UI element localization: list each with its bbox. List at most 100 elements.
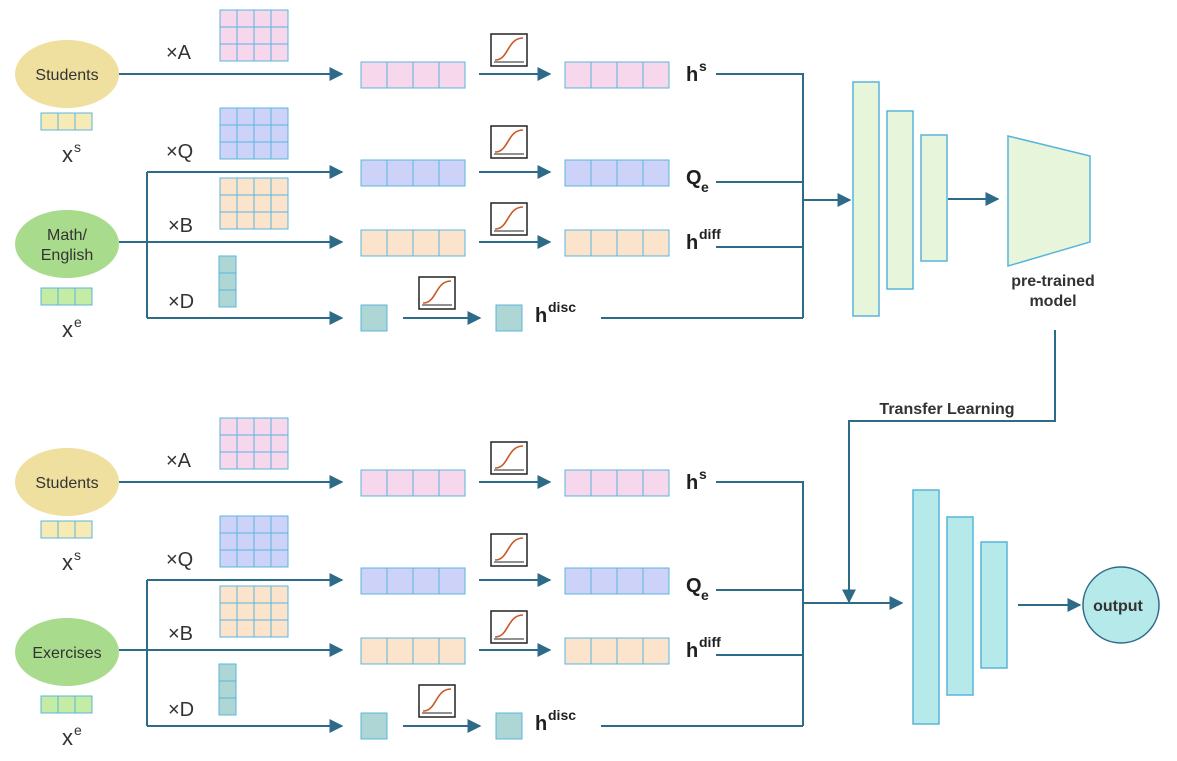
bottom-students-label: Students bbox=[35, 475, 98, 492]
bottom-op-a: ×A bbox=[166, 450, 192, 472]
top-activated-a bbox=[564, 61, 670, 89]
bottom-matrix-q bbox=[219, 515, 289, 568]
bottom-sigmoid-a bbox=[490, 441, 528, 475]
top-activated-b bbox=[564, 229, 670, 257]
top-sigmoid-a-curve bbox=[494, 37, 524, 61]
bottom-op-b: ×B bbox=[168, 623, 193, 645]
bottom-vector-d bbox=[360, 712, 388, 740]
top-x-subject-base: x bbox=[62, 317, 73, 342]
pretrained-layer-3 bbox=[920, 134, 948, 262]
bottom-h-s-base: h bbox=[686, 472, 698, 494]
bottom-h-disc-script: disc bbox=[548, 707, 576, 723]
bottom-sigmoid-d-frame bbox=[418, 684, 456, 718]
top-sigmoid-q bbox=[490, 125, 528, 159]
top-matrix-d-bg bbox=[218, 255, 237, 308]
bottom-sigmoid-d bbox=[418, 684, 456, 718]
pretrained-layer-1 bbox=[852, 81, 880, 317]
bottom-subject-node bbox=[15, 618, 119, 686]
bottom-h-s-script: s bbox=[699, 466, 707, 482]
output-label: output bbox=[1093, 598, 1143, 615]
finetune-layer-3 bbox=[980, 541, 1008, 669]
finetune-layer-2 bbox=[946, 516, 974, 696]
bottom-matrix-d bbox=[218, 663, 237, 716]
bottom-sigmoid-b-frame bbox=[490, 610, 528, 644]
top-sigmoid-q-curve bbox=[494, 129, 524, 153]
top-vector-a bbox=[360, 61, 466, 89]
bottom-matrix-d-bg bbox=[218, 663, 237, 716]
top-subject-node bbox=[15, 210, 119, 278]
top-h-disc-script: disc bbox=[548, 299, 576, 315]
top-subject-label-line2: English bbox=[41, 247, 93, 264]
bottom-activated-a bbox=[564, 469, 670, 497]
top-sigmoid-b-frame bbox=[490, 202, 528, 236]
bottom-activated-b bbox=[564, 637, 670, 665]
bottom-vector-q bbox=[360, 567, 466, 595]
top-students-label: Students bbox=[35, 67, 98, 84]
bottom-activated-q bbox=[564, 567, 670, 595]
bottom-sigmoid-a-frame bbox=[490, 441, 528, 475]
top-sigmoid-d-frame bbox=[418, 276, 456, 310]
bottom-vector-b bbox=[360, 637, 466, 665]
bottom-wire-merge-s bbox=[716, 481, 804, 726]
bottom-students-embedding-bg bbox=[40, 520, 93, 539]
top-h-diff-base: h bbox=[686, 232, 698, 254]
top-sigmoid-b-curve bbox=[494, 206, 524, 230]
bottom-matrix-b bbox=[219, 585, 289, 638]
bottom-wire-branch-q bbox=[146, 580, 342, 726]
top-matrix-q bbox=[219, 107, 289, 160]
bottom-students-node bbox=[15, 448, 119, 516]
top-x-subject-script: e bbox=[74, 314, 82, 330]
bottom-matrix-a bbox=[219, 417, 289, 470]
top-matrix-a bbox=[219, 9, 289, 62]
top-matrix-d bbox=[218, 255, 237, 308]
bottom-h-diff-base: h bbox=[686, 640, 698, 662]
bottom-subject-embedding bbox=[40, 695, 93, 714]
top-vector-d bbox=[360, 304, 388, 332]
bottom-x-students-base: x bbox=[62, 550, 73, 575]
bottom-h-disc-base: h bbox=[535, 713, 547, 735]
top-q-e-script: e bbox=[701, 179, 709, 195]
top-subject-embedding bbox=[40, 287, 93, 306]
bottom-vector-a bbox=[360, 469, 466, 497]
bottom-sigmoid-q-frame bbox=[490, 533, 528, 567]
top-sigmoid-q-frame bbox=[490, 125, 528, 159]
bottom-x-subject-script: e bbox=[74, 722, 82, 738]
top-wire-branch-q bbox=[146, 172, 342, 318]
bottom-x-students-script: s bbox=[74, 547, 81, 563]
top-sigmoid-a-frame bbox=[490, 33, 528, 67]
transfer-learning-wire bbox=[842, 330, 1056, 604]
pretrained-layer-2 bbox=[886, 110, 914, 290]
top-vector-q bbox=[360, 159, 466, 187]
top-op-b: ×B bbox=[168, 215, 193, 237]
top-sigmoid-b bbox=[490, 202, 528, 236]
bottom-q-e-base: Q bbox=[686, 575, 702, 597]
pretrained-model-shape bbox=[1007, 135, 1091, 268]
top-activated-d bbox=[495, 304, 523, 332]
pretrained-model-label-line2: model bbox=[1029, 293, 1076, 310]
top-students-node bbox=[15, 40, 119, 108]
bottom-x-subject-base: x bbox=[62, 725, 73, 750]
top-op-d: ×D bbox=[168, 291, 194, 313]
top-op-a: ×A bbox=[166, 42, 192, 64]
top-activated-q bbox=[564, 159, 670, 187]
bottom-sigmoid-d-curve bbox=[422, 688, 452, 712]
bottom-op-d: ×D bbox=[168, 699, 194, 721]
top-h-disc-base: h bbox=[535, 305, 547, 327]
top-sigmoid-d-curve bbox=[422, 280, 452, 304]
bottom-sigmoid-b bbox=[490, 610, 528, 644]
top-students-embedding-bg bbox=[40, 112, 93, 131]
bottom-activated-d bbox=[495, 712, 523, 740]
bottom-op-q: ×Q bbox=[166, 549, 193, 571]
